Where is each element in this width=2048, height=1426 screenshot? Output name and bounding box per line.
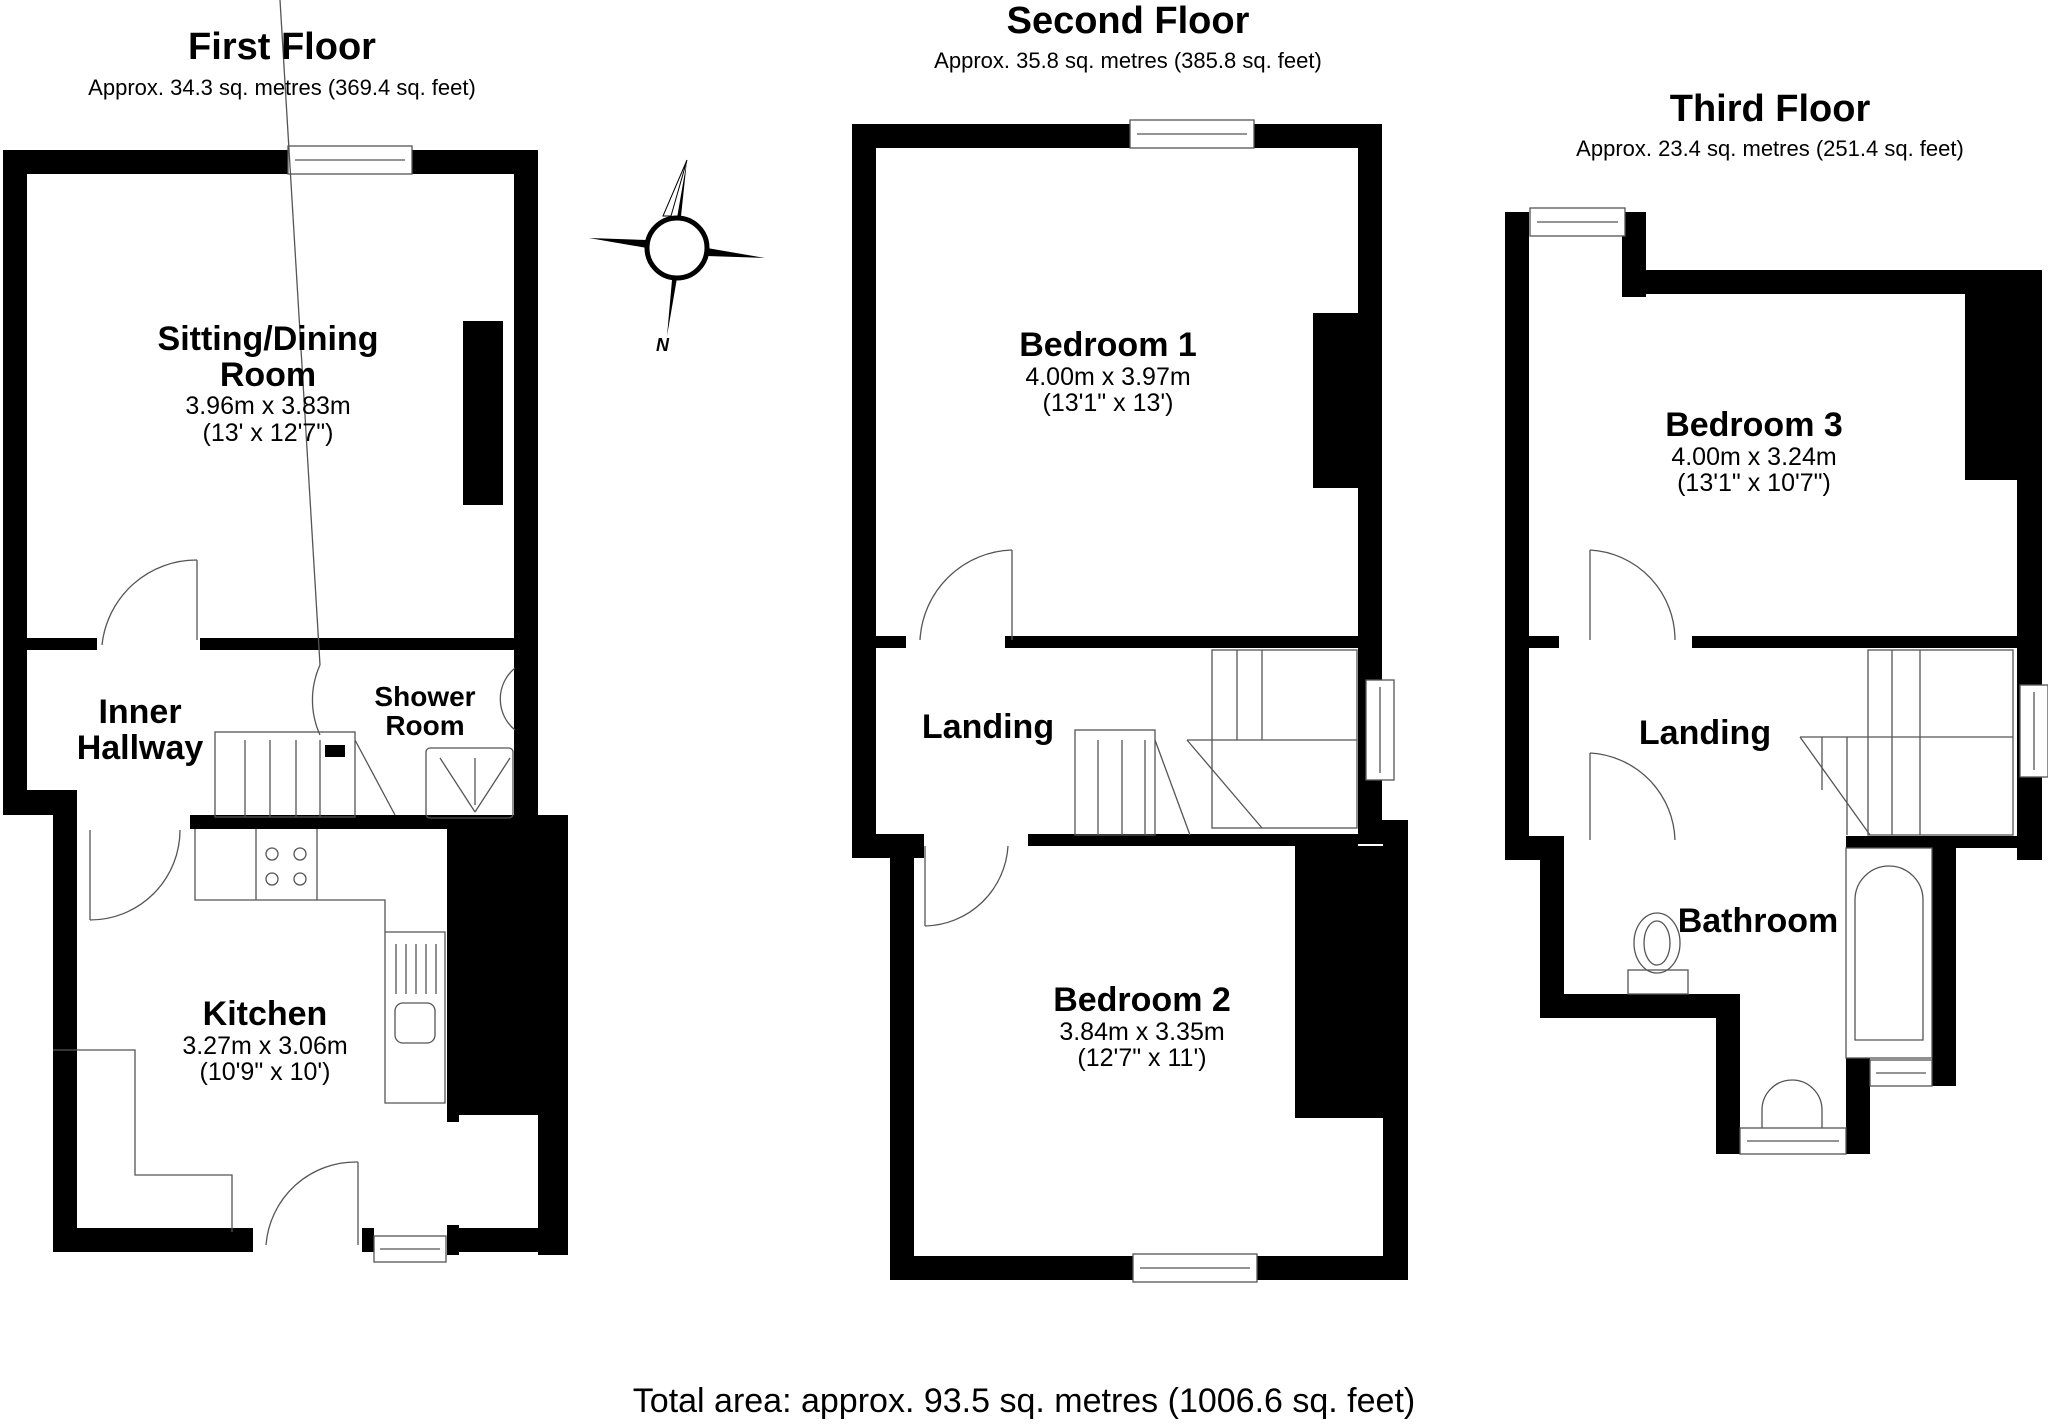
bathroom-fixtures: [1627, 847, 1933, 1128]
compass-rose-icon: [589, 159, 765, 336]
room-sitting-dining: Sitting/Dining Room 3.96m x 3.83m (13' x…: [157, 320, 379, 447]
room-bedroom-2: Bedroom 2 3.84m x 3.35m (12'7" x 11'): [1053, 981, 1231, 1072]
room-landing-second: Landing: [921, 708, 1055, 746]
room-bedroom-1: Bedroom 1 4.00m x 3.97m (13'1" x 13'): [1019, 326, 1197, 417]
second-floor-title: Second Floor: [1006, 0, 1250, 42]
room-bathroom: Bathroom: [1677, 902, 1839, 940]
stairs-icon: [214, 649, 2014, 836]
room-kitchen: Kitchen 3.27m x 3.06m (10'9" x 10'): [182, 995, 348, 1086]
third-floor-area: Approx. 23.4 sq. metres (251.4 sq. feet): [1576, 136, 1964, 161]
room-landing-third: Landing: [1638, 714, 1772, 752]
window-icon: [287, 119, 2048, 1283]
third-floor-title: Third Floor: [1669, 88, 1871, 130]
first-floor-plan: [3, 150, 568, 1255]
kitchen-units: [53, 829, 446, 1232]
second-floor-plan: [852, 124, 1408, 1280]
first-floor-title: First Floor: [188, 26, 376, 68]
room-inner-hallway: Inner Hallway: [76, 693, 204, 767]
total-area: Total area: approx. 93.5 sq. metres (100…: [632, 1382, 1416, 1420]
third-floor-plan: [1505, 212, 2042, 1154]
room-bedroom-3: Bedroom 3 4.00m x 3.24m (13'1" x 10'7"): [1665, 406, 1843, 497]
door-icon: [89, 0, 1676, 1246]
second-floor-area: Approx. 35.8 sq. metres (385.8 sq. feet): [934, 48, 1322, 73]
room-shower-room: Shower Room: [374, 681, 476, 742]
shower-room-fixtures: [425, 667, 516, 819]
first-floor-area: Approx. 34.3 sq. metres (369.4 sq. feet): [88, 75, 476, 100]
compass-north-label: N: [656, 335, 669, 355]
